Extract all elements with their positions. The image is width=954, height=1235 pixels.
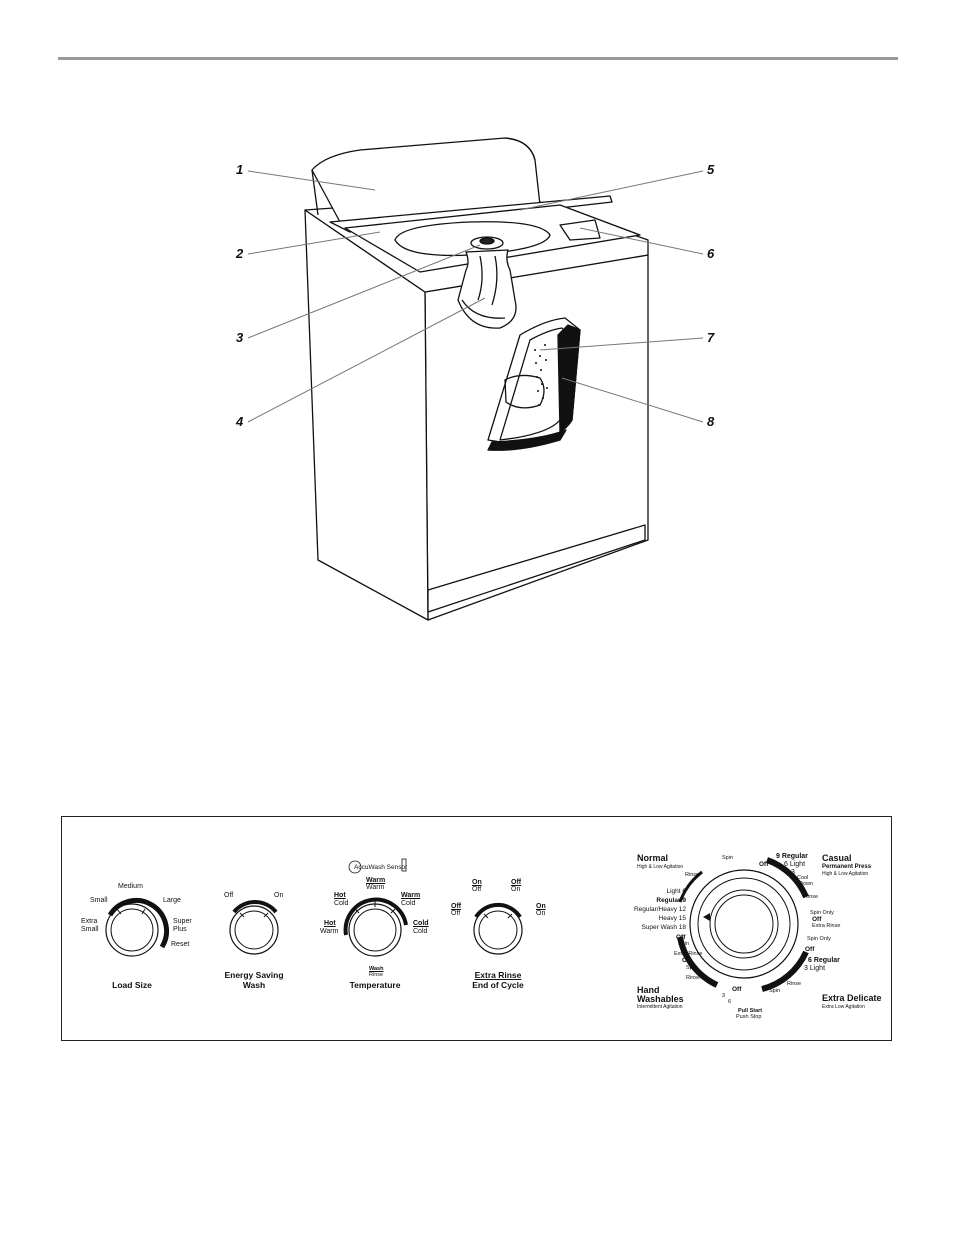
- temperature-knob[interactable]: [348, 903, 402, 957]
- ring-cool-label: Cool: [797, 875, 809, 881]
- control-panel-graphics: [105, 857, 809, 992]
- temperature-title: Temperature: [349, 980, 401, 990]
- ring-spin-4: Spin: [722, 855, 734, 861]
- cycle-delicate-sub: Extra Low Agitation: [822, 1004, 865, 1010]
- ring-down-label: Down: [799, 881, 814, 887]
- normal-setting-heavy: Heavy 15: [658, 915, 686, 922]
- energy-off-label: Off: [224, 892, 234, 899]
- load-size-title: Load Size: [112, 980, 152, 990]
- ring-off-5: Off: [682, 957, 692, 964]
- cycle-casual-title2: Permanent Press: [822, 864, 872, 870]
- ring-off-4: Off: [732, 986, 742, 993]
- ring-rinse-2: Rinse: [787, 981, 802, 987]
- casual-setting-regular: 9 Regular: [776, 853, 808, 860]
- load-plus-label: Plus: [173, 926, 187, 933]
- temp-warm-cold-label: Cold: [401, 900, 416, 907]
- ring-spin-3: Spin: [678, 941, 690, 947]
- temp-warm-wash-label: Warm: [366, 877, 386, 884]
- ring-off-6: Off: [676, 934, 686, 941]
- energy-title-2: Wash: [242, 980, 266, 990]
- callout-8: 8: [707, 414, 715, 429]
- energy-title-1: Energy Saving: [224, 970, 284, 980]
- washer-illustration: [247, 137, 704, 621]
- ring-spin-2: Spin: [686, 965, 698, 971]
- er-off4-label: Off: [451, 910, 461, 917]
- callout-4: 4: [236, 414, 244, 429]
- header-rule: [58, 57, 898, 60]
- er-on3-label: On: [536, 903, 546, 910]
- normal-setting-light: Light 6: [666, 888, 686, 895]
- ring-off-2: Off: [812, 916, 822, 923]
- cycle-casual-sub: High & Low Agitation: [822, 871, 869, 877]
- ring-spin-1: Spin: [769, 988, 781, 994]
- delicate-setting-regular: 6 Regular: [808, 957, 840, 964]
- ring-extra-rinse-2: Extra Rinse: [674, 951, 703, 957]
- temp-warm-rinse-label: Warm: [366, 884, 385, 891]
- load-large-label: Large: [163, 897, 181, 904]
- end-of-cycle-title: End of Cycle: [472, 980, 524, 990]
- load-extra-label: Extra: [81, 918, 98, 925]
- load-super-label: Super: [173, 918, 192, 925]
- ring-push-stop: Push Stop: [736, 1014, 762, 1020]
- ring-six: 6: [728, 999, 732, 1005]
- er-on2-label: On: [511, 886, 521, 893]
- ring-spin-only-2: Spin Only: [807, 936, 831, 942]
- er-on4-label: On: [536, 910, 546, 917]
- extra-rinse-title: Extra Rinse: [474, 970, 522, 980]
- load-small-label: Small: [90, 897, 108, 904]
- ring-pull-start: Pull Start: [738, 1008, 763, 1014]
- ring-extra-rinse-1: Extra Rinse: [812, 923, 841, 929]
- ring-rinse-4: Rinse: [685, 872, 700, 878]
- ring-off-3: Off: [805, 946, 815, 953]
- cycle-hand-sub: Intermittent Agitation: [637, 1004, 683, 1010]
- control-panel: Medium Small Large Extra Small Super Plu…: [61, 816, 892, 1041]
- temp-hot2-label: Hot: [324, 920, 336, 927]
- ring-rinse-1: Rinse: [804, 894, 819, 900]
- casual-setting-3: 3: [791, 869, 795, 876]
- casual-setting-light: 6 Light: [784, 861, 806, 868]
- er-off2-label: Off: [511, 879, 522, 886]
- load-extra-small-label: Small: [81, 926, 99, 933]
- ring-rinse-3: Rinse: [686, 975, 701, 981]
- cycle-normal-title: Normal: [637, 853, 669, 863]
- temp-warm-label: Warm: [401, 892, 421, 899]
- normal-setting-regular: Regular 9: [656, 897, 686, 904]
- normal-setting-regular-heavy: Regular/Heavy 12: [633, 906, 686, 913]
- temp-hot-cold-label: Cold: [334, 900, 349, 907]
- callout-7: 7: [707, 330, 715, 345]
- energy-on-label: On: [274, 892, 284, 899]
- temp-hot-label: Hot: [334, 892, 346, 899]
- callout-5: 5: [707, 162, 715, 177]
- temp-wash-label: Wash: [369, 966, 384, 972]
- temp-cold-label: Cold: [413, 920, 429, 927]
- ring-three: 3: [722, 993, 726, 999]
- er-on-label: On: [472, 879, 482, 886]
- er-off-label: Off: [472, 886, 482, 893]
- cycle-casual-title: Casual: [822, 853, 852, 863]
- cycle-delicate-title: Extra Delicate: [822, 993, 882, 1003]
- delicate-setting-light: 3 Light: [804, 965, 826, 972]
- callout-2: 2: [236, 246, 244, 261]
- accuwash-sensor-label: AccuWash Sensor: [354, 864, 408, 871]
- temp-cold-cold-label: Cold: [413, 928, 428, 935]
- cycle-washables-title: Washables: [637, 994, 684, 1004]
- load-medium-label: Medium: [118, 883, 143, 890]
- cycle-normal-sub: High & Low Agitation: [637, 864, 684, 870]
- ring-off-1: Off: [759, 861, 769, 868]
- callout-3: 3: [236, 330, 244, 345]
- ring-spin-only-1: Spin Only: [810, 910, 834, 916]
- callout-6: 6: [707, 246, 715, 261]
- energy-saving-knob[interactable]: [229, 905, 279, 955]
- temp-rinse-label: Rinse: [369, 972, 384, 978]
- callout-1: 1: [236, 162, 244, 177]
- cycle-dial[interactable]: [689, 869, 799, 979]
- load-reset-label: Reset: [171, 941, 190, 948]
- er-off3-label: Off: [451, 903, 462, 910]
- load-size-knob[interactable]: [105, 903, 159, 957]
- normal-setting-super-wash: Super Wash 18: [641, 924, 686, 931]
- temp-hot-warm-label: Warm: [320, 928, 339, 935]
- cycle-hand-title: Hand: [637, 985, 660, 995]
